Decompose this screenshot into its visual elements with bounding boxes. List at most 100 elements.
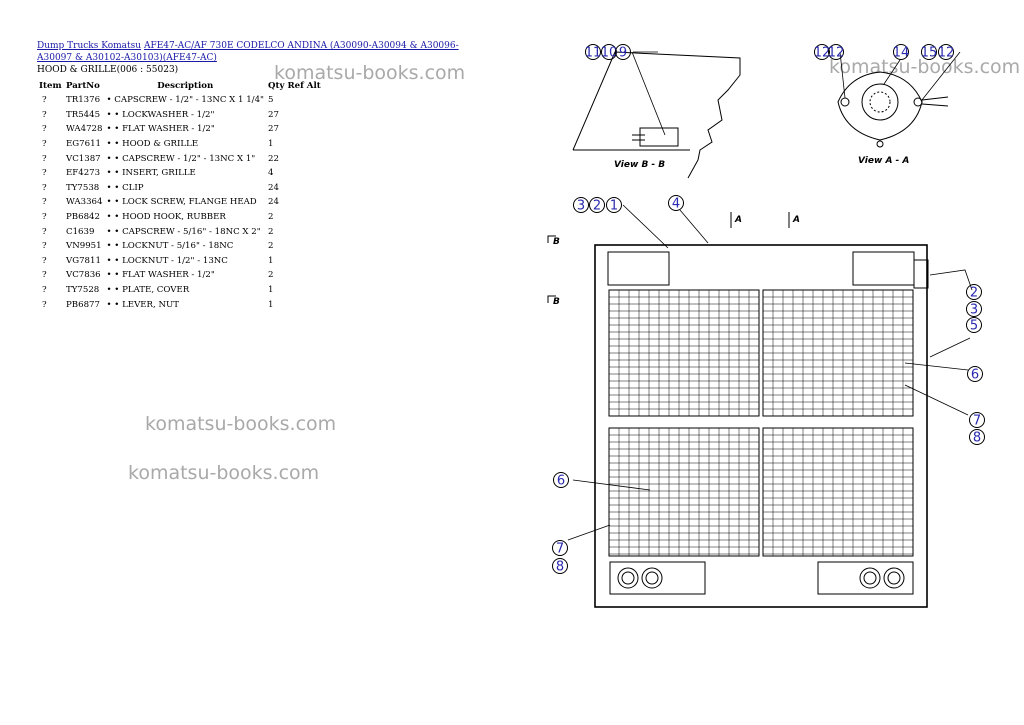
cell-item: ? xyxy=(42,212,47,223)
parts-table-header: Item PartNo Description Qty Ref Alt xyxy=(37,78,323,93)
cell-item: ? xyxy=(42,255,47,266)
cell-qty: 22 xyxy=(268,153,279,164)
breadcrumb-root-link[interactable]: Dump Trucks Komatsu xyxy=(37,41,142,51)
callout-circle xyxy=(966,284,982,300)
cell-item: ? xyxy=(42,109,47,120)
callout-label: 2 xyxy=(593,199,601,214)
cell-qty: 1 xyxy=(268,285,274,296)
model-link-line1[interactable]: AFE47-AC/AF 730E CODELCO ANDINA (A30090-… xyxy=(37,41,459,63)
table-row: ?WA4728• • FLAT WASHER - 1/2"27 xyxy=(37,122,323,137)
callout-label: 15 xyxy=(921,46,938,61)
cell-item: ? xyxy=(42,182,47,193)
callout-circle xyxy=(966,301,982,317)
col-description: Description xyxy=(104,78,266,93)
cell-part: C1639 xyxy=(66,226,95,237)
cell-desc: • • LOCKNUT - 5/16" - 18NC xyxy=(106,241,234,252)
cell-item: ? xyxy=(42,139,47,150)
hood-hook-right xyxy=(852,251,915,286)
cell-desc: • • FLAT WASHER - 1/2" xyxy=(106,124,215,135)
breadcrumb-model-link[interactable]: AFE47-AC/AF 730E CODELCO ANDINA (A30090-… xyxy=(37,41,459,63)
callout-circle xyxy=(601,44,617,60)
cover-plate-right xyxy=(817,561,914,595)
callout-circle xyxy=(938,44,954,60)
callout-circle xyxy=(967,366,983,382)
cell-part: VC1387 xyxy=(66,153,101,164)
callout-label: 14 xyxy=(893,46,910,61)
col-ref: Ref xyxy=(287,80,304,91)
view-b-label: View B - B xyxy=(614,160,665,170)
cell-part: WA3364 xyxy=(66,197,103,208)
cell-item: ? xyxy=(42,241,47,252)
hood-hook-left xyxy=(607,251,670,286)
callout-label: 7 xyxy=(973,414,981,429)
callout-circle xyxy=(589,197,605,213)
table-row: ?TR5445• • LOCKWASHER - 1/2"27 xyxy=(37,108,323,123)
callout-circle xyxy=(606,197,622,213)
callout-circle xyxy=(573,197,589,213)
cell-part: PB6842 xyxy=(66,212,100,223)
cell-desc: • • CAPSCREW - 5/16" - 18NC X 2" xyxy=(106,226,261,237)
callout-label: 12 xyxy=(828,46,845,61)
callout-circle xyxy=(966,317,982,333)
col-partno: PartNo xyxy=(66,80,100,91)
callout-label: 6 xyxy=(971,368,979,383)
cell-item: ? xyxy=(42,168,47,179)
watermark: komatsu-books.com xyxy=(274,62,466,84)
hood-frame xyxy=(594,244,928,608)
col-item: Item xyxy=(39,80,62,91)
cell-qty: 1 xyxy=(268,139,274,150)
callout-label: 8 xyxy=(556,560,564,575)
callout-circle xyxy=(615,44,631,60)
cell-desc: • • LOCK SCREW, FLANGE HEAD xyxy=(106,197,257,208)
cell-desc: • • HOOD HOOK, RUBBER xyxy=(106,212,226,223)
callout-label: 3 xyxy=(577,199,585,214)
cell-desc: • • INSERT, GRILLE xyxy=(106,168,196,179)
cell-desc: • • CAPSCREW - 1/2" - 13NC X 1" xyxy=(106,153,256,164)
callout-label: 10 xyxy=(601,46,618,61)
section-title: HOOD & GRILLE(006 : 55023) xyxy=(37,65,179,75)
cell-item: ? xyxy=(42,270,47,281)
section-mark: B xyxy=(553,237,560,247)
table-row: ?C1639• • CAPSCREW - 5/16" - 18NC X 2"2 xyxy=(37,224,323,239)
callout-label: 12 xyxy=(938,46,955,61)
callout-circle xyxy=(552,558,568,574)
cell-item: ? xyxy=(42,197,47,208)
callout-circle xyxy=(668,195,684,211)
callout-label: 4 xyxy=(672,197,680,212)
callout-label: 1 xyxy=(610,199,618,214)
cell-item: ? xyxy=(42,299,47,310)
cell-part: TR1376 xyxy=(66,95,101,106)
callout-label: 11 xyxy=(585,46,602,61)
cell-part: PB6877 xyxy=(66,299,100,310)
cell-qty: 1 xyxy=(268,255,274,266)
callout-circle xyxy=(969,412,985,428)
cell-item: ? xyxy=(42,95,47,106)
callout-label: 8 xyxy=(973,431,981,446)
cell-part: VC7836 xyxy=(66,270,101,281)
cell-qty: 27 xyxy=(268,124,279,135)
cell-desc: • • CLIP xyxy=(106,182,144,193)
parts-table: Item PartNo Description Qty Ref Alt ? TR1… xyxy=(37,78,323,312)
cell-desc: • • LEVER, NUT xyxy=(106,299,179,310)
callout-circle xyxy=(969,429,985,445)
callout-label: 3 xyxy=(970,303,978,318)
model-link-line2[interactable]: & A30102-A30103)(AFE47-AC) xyxy=(75,53,217,63)
watermark: komatsu-books.com xyxy=(145,413,337,435)
callout-circle xyxy=(814,44,830,60)
cell-item: ? xyxy=(42,285,47,296)
view-b-b xyxy=(572,51,741,179)
callout-label: 5 xyxy=(970,319,978,334)
cell-desc: • • LOCKWASHER - 1/2" xyxy=(106,109,215,120)
cell-part: VG7811 xyxy=(66,255,101,266)
grille-insert xyxy=(762,427,914,557)
callout-circle xyxy=(553,472,569,488)
callout-circle xyxy=(585,44,601,60)
cell-item: ? xyxy=(42,124,47,135)
col-qty-ref-alt: Qty Ref Alt xyxy=(266,78,323,93)
cell-part: TR5445 xyxy=(66,109,101,120)
